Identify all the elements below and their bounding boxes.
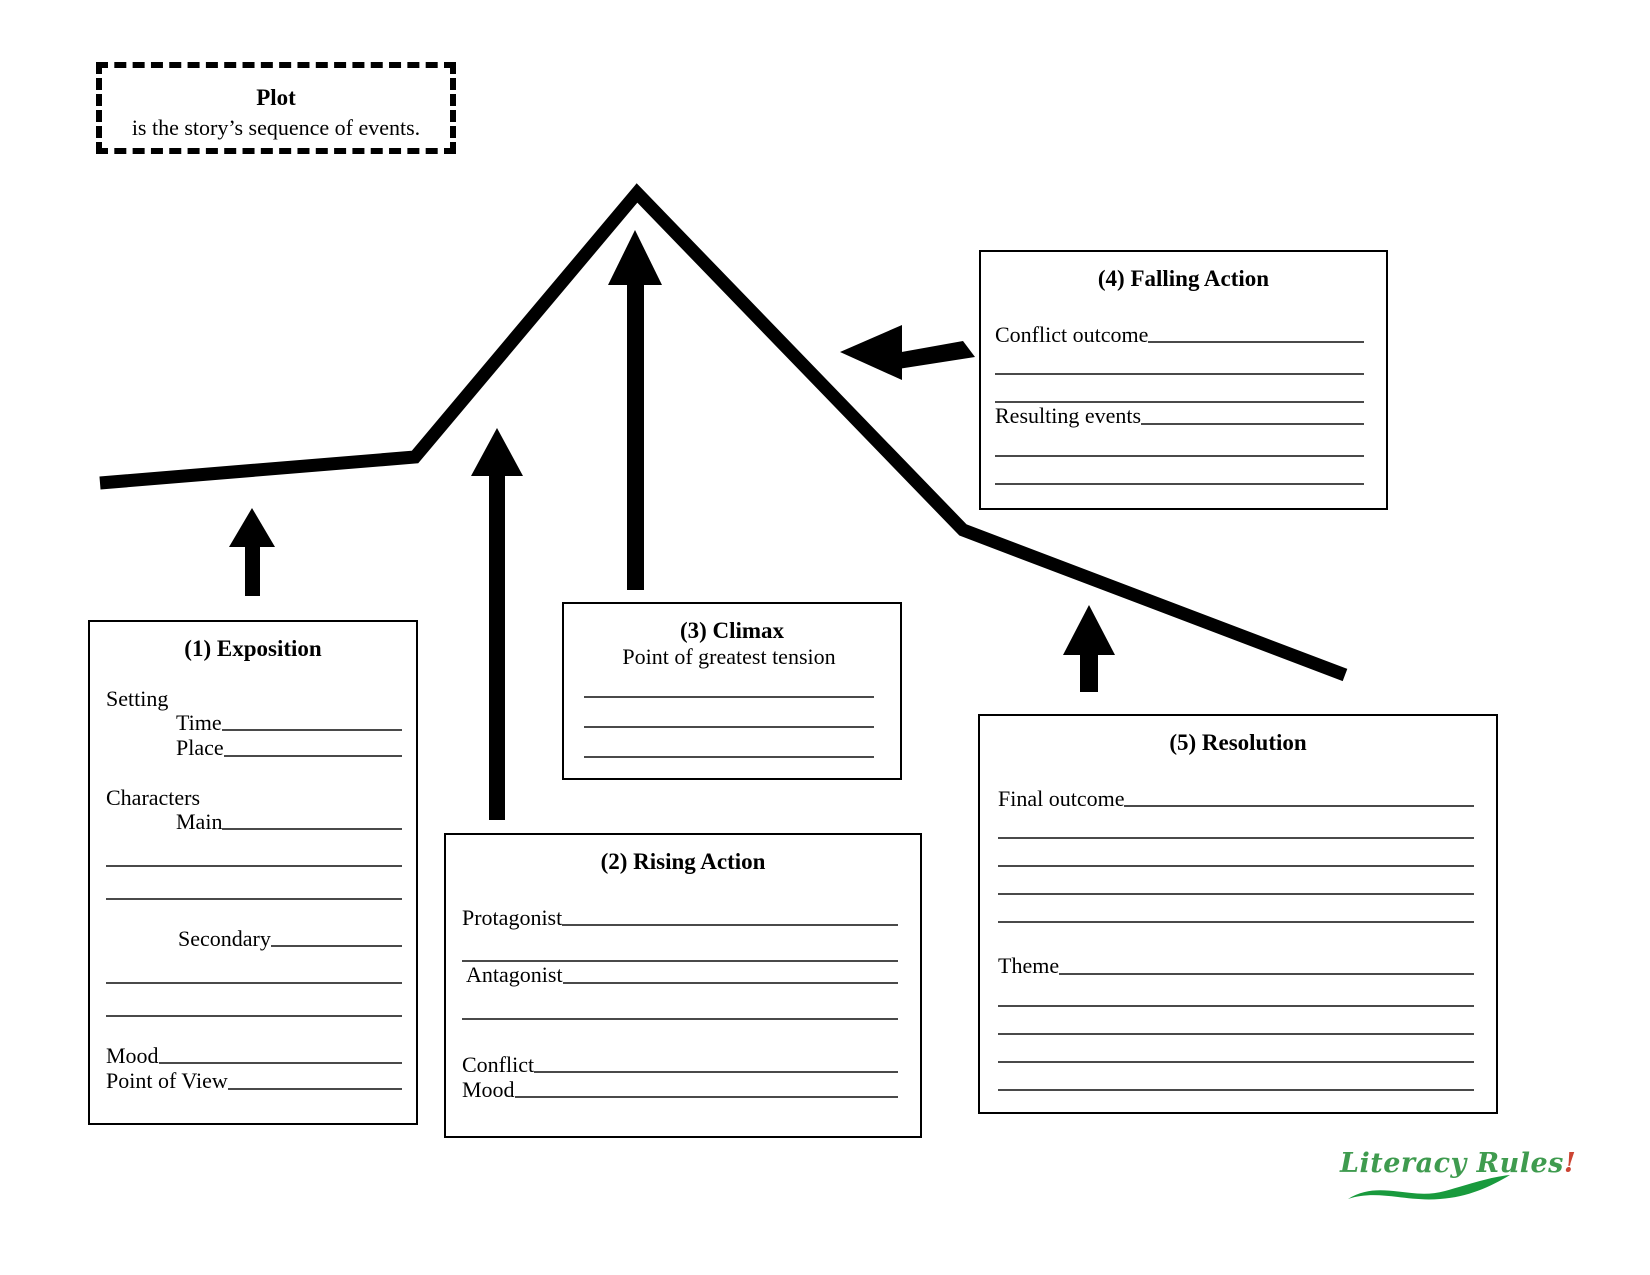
rising-action-mood-label: Mood [462, 1076, 515, 1102]
resolution-outcome-blank-line-3[interactable] [998, 893, 1474, 896]
climax-subtitle: Point of greatest tension [622, 644, 836, 669]
rising-action-conflict-rule[interactable] [534, 1070, 898, 1073]
falling-action-resulting-events-rule[interactable] [1141, 422, 1364, 425]
falling-action-conflict-outcome-label: Conflict outcome [995, 322, 1149, 347]
rising-action-conflict-label: Conflict [462, 1051, 535, 1077]
exposition-main-blank-line-2[interactable] [106, 897, 402, 900]
falling-action-conflict-blank-line-1[interactable] [995, 373, 1364, 376]
rising-action-body: Protagonist Antagonist Conflict Mood [446, 875, 920, 1102]
rising-action-antagonist-blank-line[interactable] [462, 1017, 898, 1020]
exposition-main-field[interactable]: Main [106, 809, 402, 834]
falling-action-pointer-arrow [840, 325, 975, 380]
resolution-final-outcome-rule[interactable] [1124, 805, 1474, 808]
exposition-main-rule[interactable] [222, 827, 402, 830]
logo-swoosh-icon [1348, 1175, 1510, 1200]
exposition-body: Setting Time Place Characters Main Secon… [90, 662, 416, 1094]
exposition-pointer-arrow [229, 508, 275, 596]
climax-blank-line-1[interactable] [584, 696, 874, 698]
resolution-outcome-blank-line-1[interactable] [998, 837, 1474, 840]
resolution-theme-field[interactable]: Theme [998, 953, 1474, 978]
climax-body: Point of greatest tension [564, 646, 900, 758]
falling-action-body: Conflict outcome Resulting events [981, 292, 1386, 485]
stage-box-resolution: (5) Resolution Final outcome Theme [978, 714, 1498, 1114]
exposition-pov-label: Point of View [106, 1068, 228, 1094]
rising-action-mood-rule[interactable] [514, 1096, 898, 1099]
resolution-theme-blank-line-2[interactable] [998, 1032, 1474, 1035]
falling-action-events-blank-line-2[interactable] [995, 482, 1364, 485]
exposition-mood-label: Mood [106, 1043, 159, 1069]
rising-action-protagonist-blank-line[interactable] [462, 960, 898, 963]
stage-box-climax: (3) Climax Point of greatest tension [562, 602, 902, 780]
resolution-theme-blank-line-4[interactable] [998, 1088, 1474, 1091]
resolution-final-outcome-label: Final outcome [998, 786, 1125, 811]
rising-action-antagonist-field[interactable]: Antagonist [462, 962, 898, 987]
exposition-place-field[interactable]: Place [106, 735, 402, 760]
rising-action-antagonist-rule[interactable] [562, 981, 898, 984]
resolution-theme-label: Theme [998, 953, 1060, 979]
falling-action-events-blank-line-1[interactable] [995, 454, 1364, 457]
resolution-theme-blank-line-1[interactable] [998, 1004, 1474, 1007]
resolution-theme-rule[interactable] [1059, 972, 1474, 975]
climax-pointer-arrow [608, 230, 662, 590]
exposition-setting-label: Setting [106, 686, 169, 711]
exposition-time-label: Time [176, 710, 222, 735]
rising-action-mood-field[interactable]: Mood [462, 1077, 898, 1102]
climax-title: (3) Climax [679, 618, 785, 643]
falling-action-conflict-outcome-rule[interactable] [1148, 341, 1364, 344]
rising-action-pointer-arrow [471, 428, 523, 820]
resolution-final-outcome-field[interactable]: Final outcome [998, 786, 1474, 811]
exposition-time-rule[interactable] [221, 729, 402, 732]
logo-text-main: Literacy Rules [1340, 1148, 1564, 1179]
exposition-time-field[interactable]: Time [106, 710, 402, 735]
resolution-theme-blank-line-3[interactable] [998, 1060, 1474, 1063]
stage-box-falling-action: (4) Falling Action Conflict outcome Resu… [979, 250, 1388, 510]
exposition-mood-rule[interactable] [158, 1062, 402, 1065]
plot-callout-definition: is the story’s sequence of events. [131, 114, 421, 140]
resolution-outcome-blank-line-4[interactable] [998, 921, 1474, 924]
stage-box-exposition: (1) Exposition Setting Time Place Charac… [88, 620, 418, 1125]
resolution-body: Final outcome Theme [980, 756, 1496, 1091]
exposition-characters-label: Characters [106, 784, 201, 810]
exposition-secondary-rule[interactable] [270, 945, 402, 948]
rising-action-antagonist-label: Antagonist [466, 962, 563, 988]
rising-action-title: (2) Rising Action [600, 849, 766, 874]
exposition-secondary-field[interactable]: Secondary [106, 926, 402, 951]
plot-callout-title: Plot [256, 85, 296, 110]
exposition-main-blank-line-1[interactable] [106, 864, 402, 867]
resolution-outcome-blank-line-2[interactable] [998, 865, 1474, 868]
exposition-mood-field[interactable]: Mood [106, 1043, 402, 1068]
exposition-pov-rule[interactable] [227, 1087, 402, 1090]
literacy-rules-logo: Literacy Rules! [1340, 1148, 1576, 1220]
exposition-secondary-label: Secondary [178, 925, 271, 951]
exposition-place-rule[interactable] [223, 754, 402, 757]
exposition-pov-field[interactable]: Point of View [106, 1068, 402, 1093]
logo-exclamation: ! [1563, 1148, 1577, 1179]
stage-box-rising-action: (2) Rising Action Protagonist Antagonist… [444, 833, 922, 1138]
falling-action-resulting-events-field[interactable]: Resulting events [995, 403, 1364, 428]
climax-blank-line-3[interactable] [584, 756, 874, 758]
falling-action-resulting-events-label: Resulting events [995, 403, 1142, 429]
rising-action-protagonist-rule[interactable] [562, 924, 898, 927]
rising-action-protagonist-label: Protagonist [462, 905, 563, 930]
falling-action-conflict-outcome-field[interactable]: Conflict outcome [995, 322, 1364, 347]
plot-definition-callout: Plot is the story’s sequence of events. [96, 62, 456, 154]
rising-action-protagonist-field[interactable]: Protagonist [462, 905, 898, 930]
resolution-title: (5) Resolution [1169, 730, 1307, 755]
exposition-main-label: Main [176, 808, 223, 834]
exposition-secondary-blank-line-1[interactable] [106, 982, 402, 985]
resolution-pointer-arrow [1063, 605, 1115, 692]
rising-action-conflict-field[interactable]: Conflict [462, 1052, 898, 1077]
logo-wordmark: Literacy Rules! [1340, 1148, 1576, 1179]
exposition-place-label: Place [176, 735, 224, 761]
exposition-title: (1) Exposition [184, 636, 322, 661]
falling-action-title: (4) Falling Action [1097, 266, 1270, 291]
exposition-secondary-blank-line-2[interactable] [106, 1015, 402, 1018]
falling-action-conflict-blank-line-2[interactable] [995, 401, 1364, 404]
climax-blank-line-2[interactable] [584, 726, 874, 728]
